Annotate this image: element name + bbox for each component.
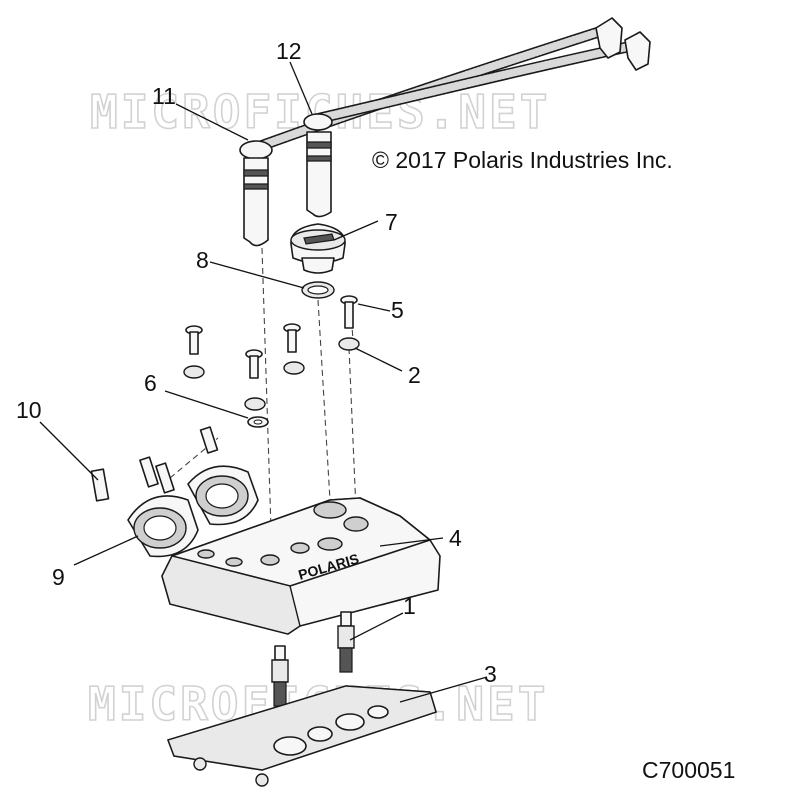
grommets xyxy=(183,337,360,411)
callout-9: 9 xyxy=(52,564,65,590)
intake-boots xyxy=(127,465,259,558)
watermark-top: MICROFICHES.NET xyxy=(90,85,550,139)
valve-cover: POLARIS xyxy=(161,497,441,635)
callout-6: 6 xyxy=(144,370,157,396)
callout-5: 5 xyxy=(391,297,404,323)
diagram-code: C700051 xyxy=(642,757,735,783)
valve-cover-gasket xyxy=(167,685,437,787)
cover-bolts xyxy=(185,295,358,379)
callout-10: 10 xyxy=(16,397,42,423)
callout-leaders xyxy=(39,61,488,703)
watermark-bottom: MICROFICHES.NET xyxy=(88,677,548,731)
spark-plug-wires xyxy=(239,17,651,247)
callout-11: 11 xyxy=(152,83,176,109)
callout-8: 8 xyxy=(196,247,209,273)
oil-filler-cap xyxy=(290,223,346,274)
callout-2: 2 xyxy=(408,362,421,388)
callout-4: 4 xyxy=(449,525,462,551)
callout-1: 1 xyxy=(403,593,416,619)
callout-12: 12 xyxy=(276,38,302,64)
spark-plugs xyxy=(271,611,355,707)
callout-7: 7 xyxy=(385,209,398,235)
callout-3: 3 xyxy=(484,661,497,687)
copyright-text: © 2017 Polaris Industries Inc. xyxy=(372,147,673,173)
